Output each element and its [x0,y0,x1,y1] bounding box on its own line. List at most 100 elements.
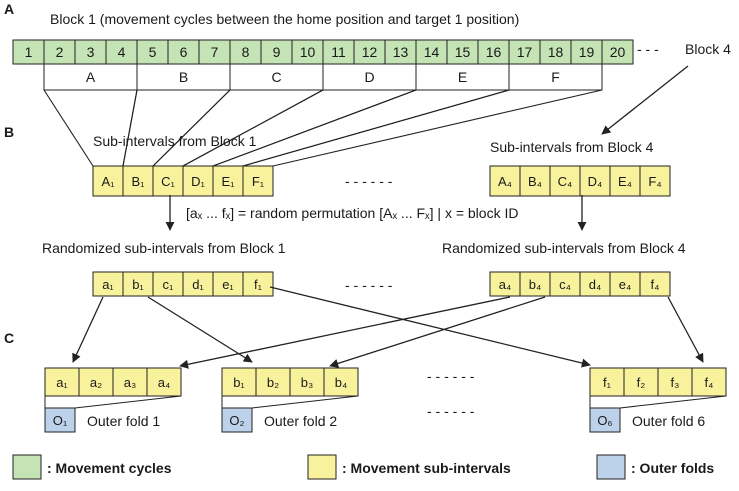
cycle-cell: 11 [322,39,355,65]
randomized-block1-label: Randomized sub-intervals from Block 1 [42,240,286,256]
randomized-cell: f₄ [639,271,671,297]
cycle-group-box [508,63,603,91]
randomized-cell: b₁ [122,271,154,297]
group-connector [122,89,138,167]
cycle-group: D [322,63,417,91]
randomized-cell-box [519,271,551,297]
cycle-group-box [229,63,324,91]
fold-subinterval-cell-label: f₂ [637,375,646,390]
cycle-cell-box [570,39,603,65]
randomized-cell-label: c₁ [163,277,175,292]
subinterval-cell-label: D₄ [588,174,603,189]
cycle-cell-box [12,39,45,65]
outer-fold-label: Outer fold 2 [264,413,337,429]
subinterval-cell-label: E₄ [618,174,632,189]
cycle-cell: 6 [167,39,200,65]
randomized-cell-label: a₁ [102,277,114,292]
subinterval-cell-label: A₄ [498,174,512,189]
section-label-c: C [4,330,14,346]
block4-arrow [601,65,689,135]
subintervals-dash: - - - - - - [345,173,393,189]
randomized-cell-label: f₄ [651,277,660,292]
cycle-cell: 2 [43,39,76,65]
subinterval-cell: A₄ [489,165,521,197]
folds-dash-1: - - - - - - [427,368,475,384]
randomized-dash: - - - - - - [345,277,393,293]
cycle-cell-box [353,39,386,65]
cycle-cell-label: 17 [517,44,533,60]
fold-subinterval-cell-box [78,367,114,397]
randomized-cell: a₁ [92,271,124,297]
cycle-cell: 7 [198,39,231,65]
arrow-b1-to-fold2 [147,296,253,363]
fold-bracket [74,395,182,409]
randomized-cell-label: f₁ [254,277,263,292]
cycle-group: B [136,63,231,91]
randomized-cell-box [489,271,521,297]
randomized-cell-box [639,271,671,297]
outer-fold-cell-box [44,407,76,433]
cycle-group-box [43,63,138,91]
legend-label: : Movement cycles [47,460,172,476]
outer-fold-cell-label: O₂ [229,413,244,428]
cycle-group: A [43,63,138,91]
cycle-cell-label: 5 [149,44,157,60]
outer-fold-cell-box [589,407,621,433]
cycle-cell: 12 [353,39,386,65]
outer-fold-cell: O₆ [589,407,621,433]
cycle-cell-label: 15 [455,44,471,60]
randomized-cell-label: d₄ [589,277,602,292]
cycle-group-box [415,63,510,91]
cycle-cell: 19 [570,39,603,65]
cycle-cell: 4 [105,39,138,65]
fold-arrows [72,286,704,369]
cycle-cell: 20 [601,39,634,65]
legend: : Movement cycles: Movement sub-interval… [12,454,714,480]
cycle-cell-label: 9 [273,44,281,60]
subinterval-cell-box [242,165,274,197]
cycle-cell-box [291,39,324,65]
subinterval-cell-label: D₁ [191,174,205,189]
subinterval-cell: E₁ [212,165,244,197]
cycle-cell: 15 [446,39,479,65]
outer-fold-cell: O₁ [44,407,76,433]
cycle-cell: 13 [384,39,417,65]
fold-subinterval-cell: b₄ [323,367,359,397]
cycle-cell-label: 8 [242,44,250,60]
cycle-cell: 14 [415,39,448,65]
randomized-cell-label: b₄ [529,277,542,292]
cycle-cell-box [415,39,448,65]
cycle-cell: 1 [12,39,45,65]
fold-subinterval-cell-box [691,367,727,397]
cycle-cell-label: 12 [362,44,378,60]
subinterval-cell: F₄ [639,165,671,197]
cycle-group: E [415,63,510,91]
cycle-group-label: B [179,69,188,85]
cycle-group: C [229,63,324,91]
cycle-cell: 16 [477,39,510,65]
outer-fold-cell-label: O₁ [53,413,68,428]
group-connector [212,89,417,167]
legend-label: : Outer folds [631,460,714,476]
cycle-group-label: D [364,69,374,85]
cycle-cell-label: 6 [180,44,188,60]
randomized-cell: c₁ [152,271,184,297]
fold-subinterval-cell: a₃ [112,367,148,397]
legend-item: : Outer folds [596,454,714,480]
subinterval-cell-box [212,165,244,197]
fold-subinterval-cell-label: b₃ [301,375,314,390]
randomized-cell: b₄ [519,271,551,297]
subinterval-cell: A₁ [92,165,124,197]
cycle-cell-label: 11 [331,44,346,60]
randomized-cell: e₁ [212,271,244,297]
fold-subinterval-cell-label: a₁ [56,375,68,390]
fold-subinterval-cell-box [112,367,148,397]
